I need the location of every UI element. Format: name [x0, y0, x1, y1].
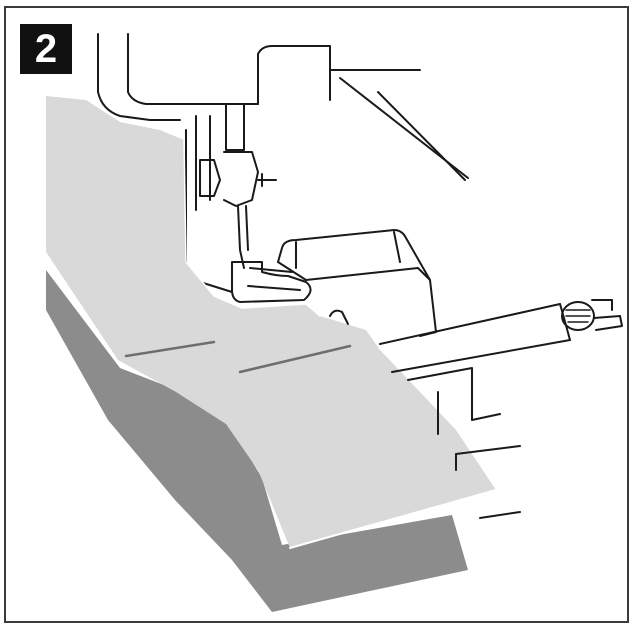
stitch-guide-line-right [238, 344, 352, 374]
knob-shaft [559, 303, 623, 341]
needle [237, 205, 249, 269]
thumb-screw [257, 173, 277, 187]
knob-ridges [565, 309, 591, 323]
presser-bar [195, 115, 211, 211]
step-number-badge: 2 [20, 24, 72, 74]
knob-lever [591, 299, 613, 311]
foot-detail [247, 267, 301, 291]
bed-front [277, 261, 431, 281]
free-arm [379, 303, 571, 373]
fabric-top-layer [46, 96, 496, 548]
fabric-front-edge [289, 489, 497, 549]
needle-bar [225, 103, 245, 151]
arm-base [455, 445, 521, 519]
fabric-top-edge [183, 139, 321, 317]
machine-upper-housing [97, 33, 181, 121]
bed-inner [295, 231, 401, 269]
bed-plate [277, 229, 437, 337]
foot-toe [231, 261, 312, 303]
machine-front-cover [257, 45, 331, 105]
stitch-guide-line-left [124, 340, 216, 358]
machine-right-slope [377, 91, 466, 181]
arm-lower [407, 367, 501, 435]
feed-marker [329, 309, 349, 325]
needle-clamp [199, 159, 221, 197]
machine-top-edge [127, 33, 259, 105]
fabric-bottom-layer [46, 270, 468, 612]
